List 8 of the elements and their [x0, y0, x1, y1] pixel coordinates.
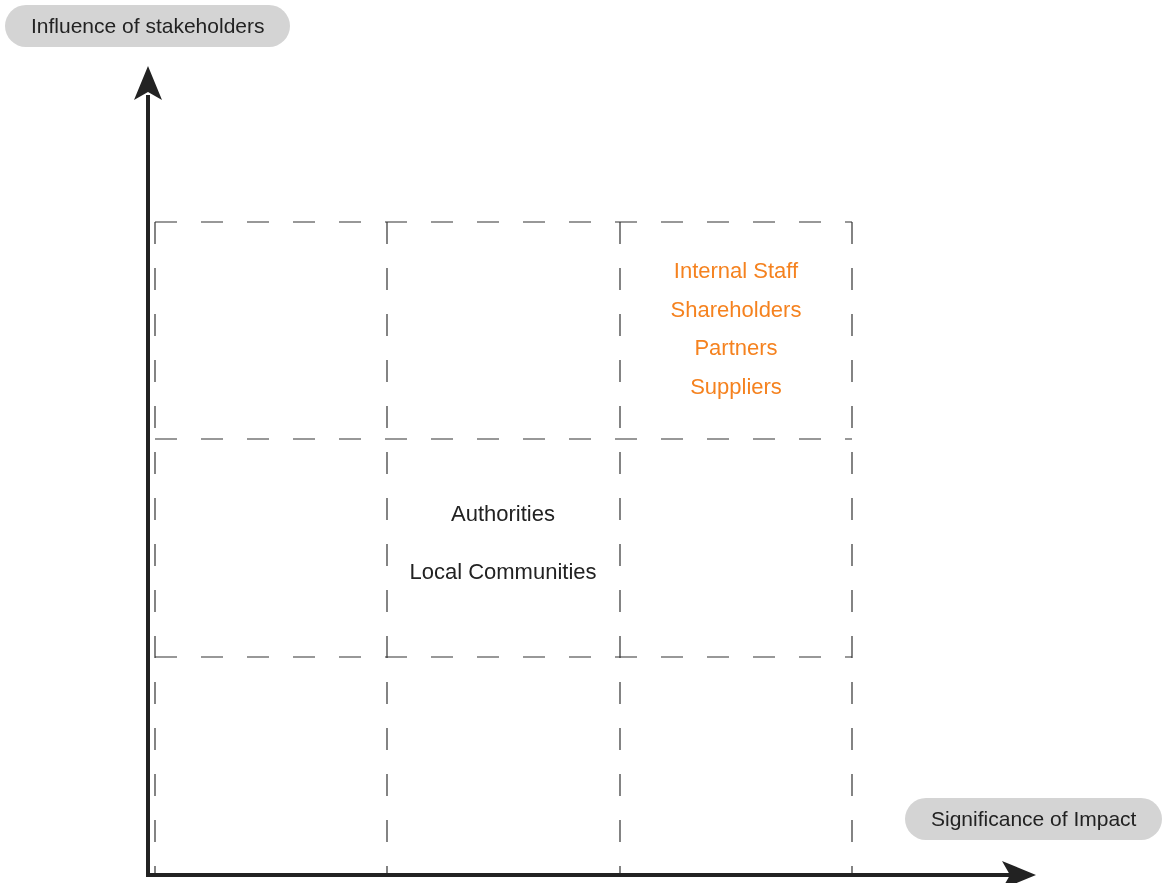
stakeholder-label: Partners: [694, 335, 778, 361]
stakeholder-label: Shareholders: [670, 297, 802, 323]
axis-title: Significance of Impact: [905, 798, 1163, 840]
axis-title: Influence of stakeholders: [5, 5, 291, 47]
stakeholder-label: Authorities: [451, 501, 555, 527]
stakeholder-label: Internal Staff: [673, 258, 799, 284]
stakeholder-label: Local Communities: [409, 559, 597, 585]
stakeholder-label: Suppliers: [690, 374, 782, 400]
